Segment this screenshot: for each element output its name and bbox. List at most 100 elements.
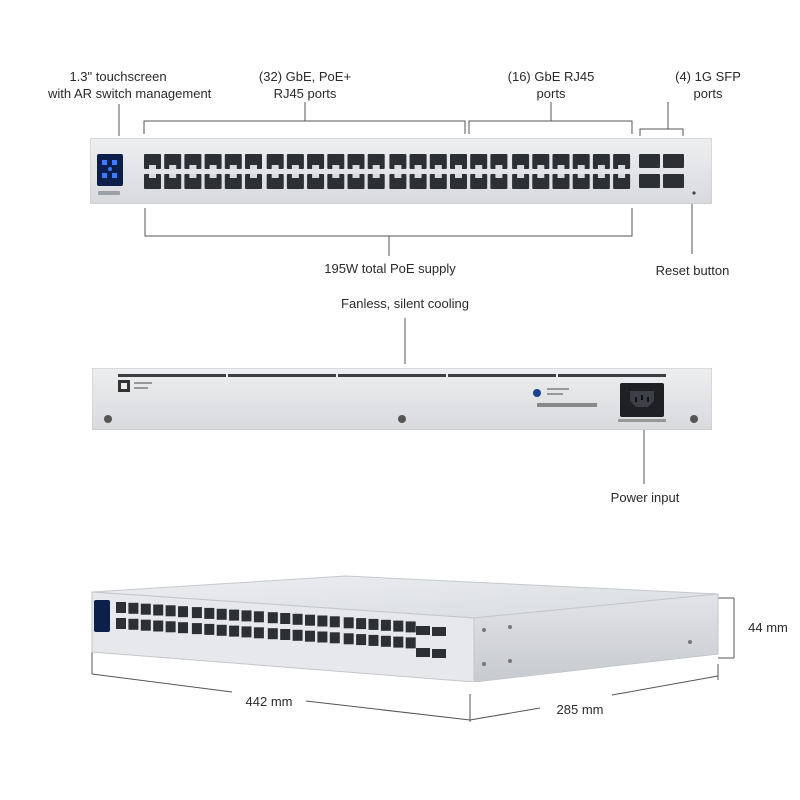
poe-rj45-port xyxy=(204,154,222,169)
port-latch-notch xyxy=(597,165,605,169)
depth-dimension-label: 285 mm xyxy=(556,702,604,717)
poe-ports-label: (32) GbE, PoE+ RJ45 ports xyxy=(258,69,352,101)
poe-rj45-port xyxy=(224,174,242,189)
perspective-rj45-port xyxy=(153,620,164,632)
gbe-rj45-port xyxy=(552,174,570,189)
perspective-rj45-port xyxy=(368,634,379,646)
rj45-port-array xyxy=(144,154,631,189)
poe-rj45-port xyxy=(204,174,222,189)
front-chassis xyxy=(90,138,712,204)
rear-screw-left xyxy=(104,415,112,423)
reset-button-label: Reset button xyxy=(655,263,730,278)
poe-rj45-port xyxy=(245,154,262,169)
port-latch-notch xyxy=(495,165,503,169)
gbe-rj45-port xyxy=(572,174,590,189)
gbe-rj45-port xyxy=(470,154,488,169)
width-dim-line-right xyxy=(305,700,471,721)
perspective-touchscreen xyxy=(94,600,110,632)
perspective-rj45-port xyxy=(305,614,315,626)
perspective-rj45-port xyxy=(356,634,367,646)
gbe-rj45-port xyxy=(532,154,550,169)
perspective-rj45-port xyxy=(343,617,354,629)
perspective-side-screws xyxy=(482,625,692,666)
poe-rj45-port xyxy=(389,154,407,169)
perspective-rj45-port xyxy=(204,607,215,619)
height-dimension-label: 44 mm xyxy=(748,620,788,635)
poe-supply-label: 195W total PoE supply xyxy=(324,261,456,276)
switch-rear-view xyxy=(92,368,712,430)
perspective-rj45-port xyxy=(128,602,139,614)
port-latch-notch xyxy=(455,174,462,178)
port-latch-notch xyxy=(271,165,279,169)
port-latch-notch xyxy=(537,174,545,178)
perspective-sfp-ports xyxy=(416,626,446,658)
poe-rj45-port xyxy=(224,154,242,169)
port-latch-notch xyxy=(209,165,217,169)
gbe-ports-bracket xyxy=(468,120,633,134)
poe-rj45-port xyxy=(184,174,202,189)
sfp-port-array xyxy=(639,154,684,188)
perspective-rj45-port xyxy=(153,604,164,616)
port-latch-notch xyxy=(577,174,585,178)
port-latch-notch xyxy=(149,174,156,178)
qr-code-label xyxy=(118,380,152,392)
port-latch-notch xyxy=(394,174,402,178)
perspective-rj45-port xyxy=(280,613,291,624)
port-latch-notch xyxy=(372,174,380,178)
touchscreen-display-icon xyxy=(102,160,117,178)
port-latch-notch xyxy=(455,165,462,169)
perspective-rj45-port xyxy=(216,608,227,620)
poe-rj45-port xyxy=(429,154,447,169)
switch-perspective-view xyxy=(91,575,719,682)
port-latch-notch xyxy=(557,165,565,169)
poe-rj45-port xyxy=(327,154,345,169)
perspective-rj45-port xyxy=(329,616,340,628)
gbe-rj45-port xyxy=(592,174,610,189)
port-latch-notch xyxy=(434,174,442,178)
port-latch-notch xyxy=(250,165,257,169)
port-latch-notch xyxy=(414,174,422,178)
depth-dim-line-left xyxy=(469,707,541,721)
perspective-rj45-port xyxy=(368,618,379,630)
poe-rj45-port xyxy=(389,174,407,189)
power-inlet[interactable] xyxy=(618,383,666,422)
port-latch-notch xyxy=(414,165,422,169)
rear-screw-right xyxy=(690,415,698,423)
port-latch-notch xyxy=(229,165,237,169)
perspective-rj45-port xyxy=(241,626,252,638)
perspective-rj45-port xyxy=(216,624,227,636)
poe-rj45-port xyxy=(450,174,467,189)
port-latch-notch xyxy=(372,165,380,169)
port-latch-notch xyxy=(169,165,177,169)
reset-button[interactable] xyxy=(692,191,696,195)
perspective-rj45-port xyxy=(165,605,176,617)
poe-rj45-port xyxy=(144,174,161,189)
perspective-rj45-port xyxy=(229,609,240,621)
sfp-port xyxy=(639,154,660,168)
gbe-ports-label: (16) GbE RJ45 ports xyxy=(507,69,595,101)
perspective-rj45-port xyxy=(380,635,391,647)
gbe-rj45-port xyxy=(490,154,508,169)
poe-ports-bracket xyxy=(143,120,466,134)
gbe-rj45-port xyxy=(512,154,530,169)
poe-rj45-port xyxy=(286,154,304,169)
perspective-rj45-port xyxy=(305,630,315,642)
poe-rj45-port xyxy=(164,154,182,169)
port-latch-notch xyxy=(475,165,483,169)
port-latch-notch xyxy=(291,165,299,169)
poe-rj45-port xyxy=(307,174,325,189)
gbe-rj45-port xyxy=(613,174,631,189)
port-latch-notch xyxy=(149,165,156,169)
gbe-rj45-port xyxy=(552,154,570,169)
poe-rj45-port xyxy=(367,154,385,169)
depth-dim-line-right xyxy=(611,675,719,696)
port-latch-notch xyxy=(312,165,320,169)
perspective-rj45-port xyxy=(380,619,391,631)
gbe-rj45-port xyxy=(532,174,550,189)
port-latch-notch xyxy=(169,174,177,178)
perspective-rj45-port xyxy=(317,631,328,643)
perspective-rj45-port xyxy=(393,636,404,648)
poe-rj45-port xyxy=(266,154,284,169)
power-input-label: Power input xyxy=(610,490,680,505)
perspective-rj45-port xyxy=(405,621,416,633)
